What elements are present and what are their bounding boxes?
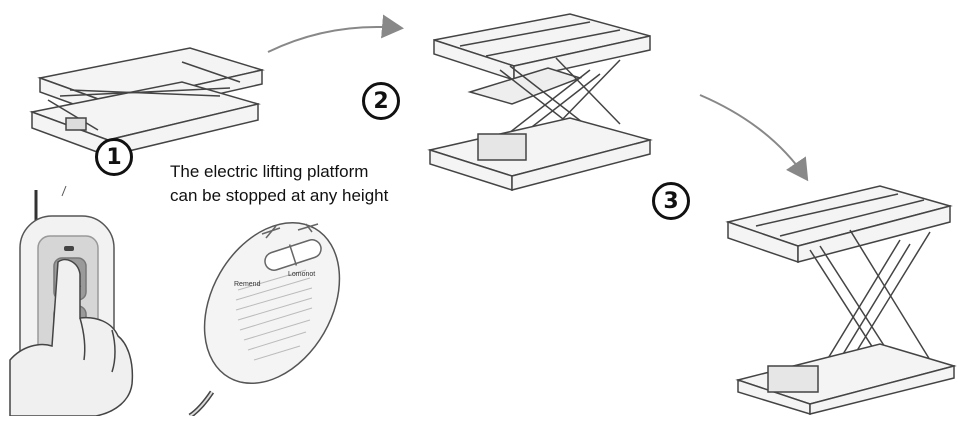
- raise-bed-icon: [297, 223, 319, 233]
- platform-half-raised: [427, 13, 653, 192]
- caption-text: The electric lifting platform can be sto…: [170, 160, 470, 208]
- caption-line-2: can be stopped at any height: [170, 186, 389, 205]
- step-label-1: 1: [95, 138, 133, 176]
- step-label-3: 3: [652, 182, 690, 220]
- step-label-2: 2: [362, 82, 400, 120]
- wired-handset: [188, 221, 341, 419]
- flow-arrow-2-to-3: [699, 94, 809, 182]
- handset-label-down: Remend: [234, 281, 261, 288]
- flow-arrow-1-to-2: [267, 14, 404, 53]
- platform-collapsed: [29, 47, 265, 158]
- platform-fully-raised: [725, 185, 957, 416]
- handset-label-up: Lomonot: [288, 271, 315, 278]
- caption-line-1: The electric lifting platform: [170, 162, 369, 181]
- pressing-hand: [9, 258, 134, 417]
- lower-bed-icon: [261, 225, 281, 239]
